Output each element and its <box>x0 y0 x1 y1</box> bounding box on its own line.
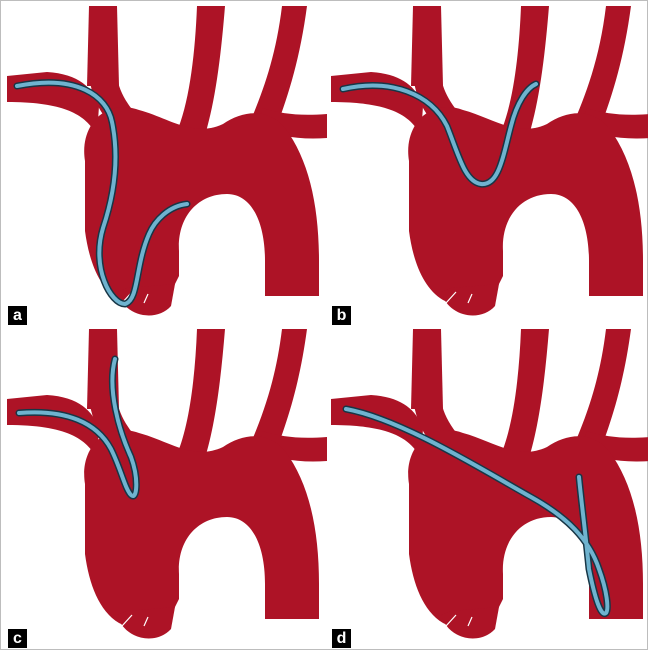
panel-label-a: a <box>8 306 27 325</box>
panel-a: a <box>7 6 327 326</box>
panel-c: c <box>7 329 327 649</box>
aortic-arch-vessels <box>331 6 648 315</box>
panel-a-diagram <box>7 6 327 326</box>
panel-b-diagram <box>331 6 648 326</box>
panel-label-c: c <box>8 629 27 648</box>
aortic-arch-vessels <box>7 329 327 638</box>
aortic-arch-vessels <box>331 329 648 638</box>
aortic-arch-vessels <box>7 6 327 315</box>
panel-b: b <box>331 6 648 326</box>
panel-d: d <box>331 329 648 649</box>
panel-d-diagram <box>331 329 648 649</box>
panel-label-b: b <box>332 306 351 325</box>
panel-c-diagram <box>7 329 327 649</box>
panel-label-d: d <box>332 629 351 648</box>
